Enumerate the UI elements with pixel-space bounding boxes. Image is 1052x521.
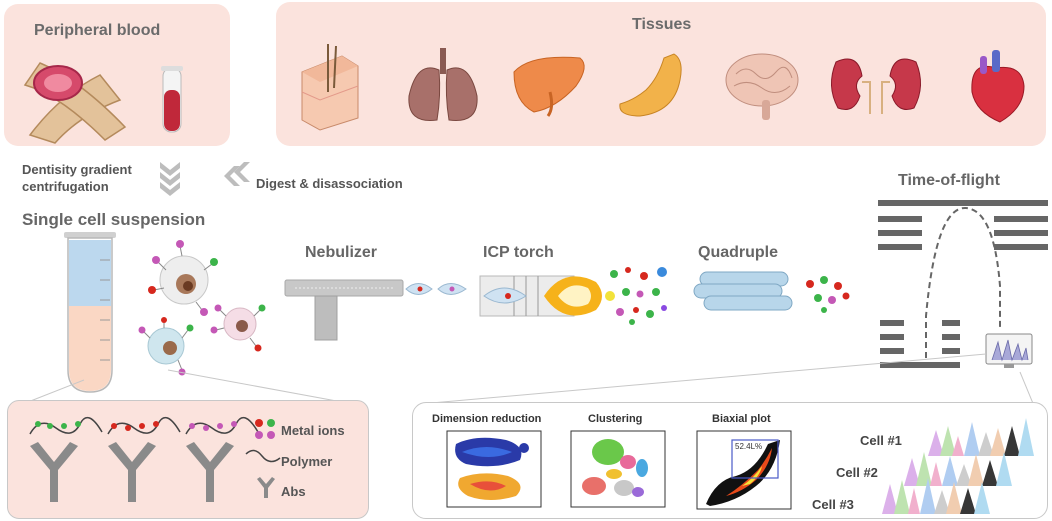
nebulizer-label: Nebulizer	[305, 244, 378, 261]
kidneys-icon	[831, 58, 921, 114]
droplets-icon	[405, 283, 467, 295]
biaxial-plot	[696, 430, 792, 510]
suspension-tube-icon	[64, 232, 116, 393]
antibody-icon	[257, 477, 275, 498]
blood-vessel-icon	[23, 62, 127, 144]
time-of-flight-icon	[878, 200, 1048, 368]
quadruple-label: Quadruple	[698, 244, 779, 261]
icp-torch-icon	[479, 275, 602, 317]
peripheral-blood-title: Peripheral blood	[34, 22, 161, 39]
nebulizer-icon	[284, 279, 404, 341]
clustering-title: Clustering	[588, 413, 643, 425]
digest-label: Digest & disassociation	[256, 176, 403, 191]
cell-3-label: Cell #3	[812, 497, 854, 512]
heart-icon	[971, 50, 1025, 123]
cell-spectra	[882, 418, 1034, 514]
cell-2-label: Cell #2	[836, 465, 878, 480]
metal-ions-label: Metal ions	[281, 423, 345, 438]
tissues-title: Tissues	[632, 16, 692, 33]
time-of-flight-label: Time-of-flight	[898, 172, 1000, 189]
polymer-icon	[245, 449, 281, 463]
biaxial-title: Biaxial plot	[712, 413, 771, 425]
dim-reduction-plot	[446, 430, 542, 508]
chevron-left-icon	[224, 162, 250, 186]
density-label-2: centrifugation	[22, 179, 109, 194]
polymer-label: Polymer	[281, 454, 333, 469]
legend-panel	[7, 400, 369, 519]
chevron-down-icon	[160, 162, 180, 196]
single-cell-suspension-title: Single cell suspension	[22, 210, 206, 229]
density-label-1: Dentisity gradient	[22, 162, 132, 177]
cell-1-label: Cell #1	[860, 433, 902, 448]
blood-tube-icon	[161, 66, 183, 133]
dim-reduction-title: Dimension reduction	[432, 413, 542, 425]
quadrupole-icon	[693, 271, 793, 311]
antibody-conjugates-icon	[29, 416, 259, 502]
monitor-icon	[985, 333, 1033, 368]
stomach-icon	[619, 53, 682, 117]
filtered-ions-icon	[806, 276, 850, 313]
labeled-cell-small	[210, 304, 266, 352]
skin-icon	[301, 44, 359, 131]
metal-ions-icon	[255, 419, 275, 439]
brain-icon	[725, 53, 799, 120]
abs-label: Abs	[281, 484, 306, 499]
liver-icon	[513, 56, 585, 117]
lungs-icon	[408, 48, 478, 121]
icp-torch-label: ICP torch	[483, 244, 554, 261]
gate-percentage: 52.4L%	[735, 442, 763, 451]
clustering-plot	[570, 430, 666, 508]
ion-cloud-icon	[605, 267, 667, 325]
labeled-cell-blue	[138, 317, 194, 376]
labeled-cell-large	[148, 240, 218, 316]
